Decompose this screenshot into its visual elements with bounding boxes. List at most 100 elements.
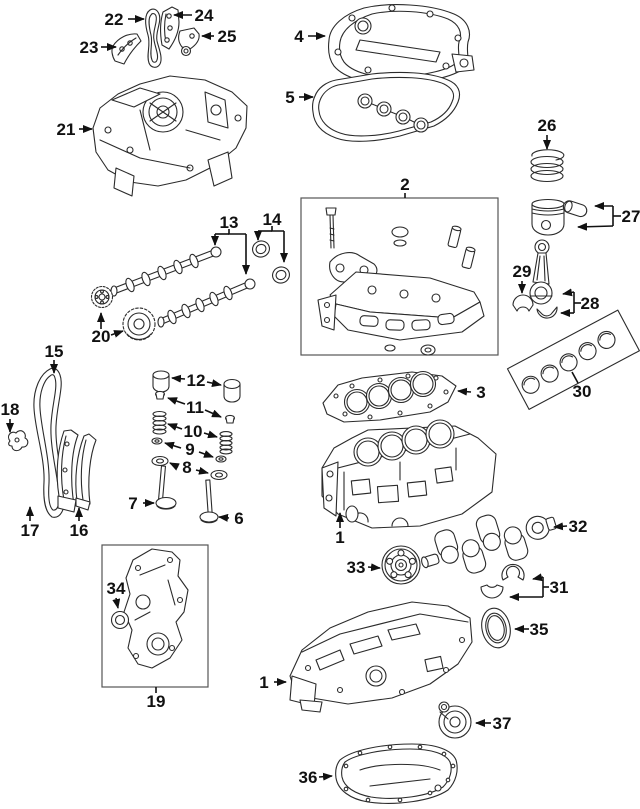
svg-text:10: 10 (184, 422, 203, 441)
callout-15: 15 (45, 342, 64, 374)
oil-pump-chain (145, 8, 162, 68)
svg-text:3: 3 (476, 383, 485, 402)
chain-guide-right (160, 6, 180, 50)
svg-text:32: 32 (569, 517, 588, 536)
callout-27: 27 (577, 202, 640, 231)
chain-oiler (8, 430, 29, 452)
svg-text:5: 5 (285, 88, 294, 107)
callout-18: 18 (1, 400, 20, 433)
timing-cover-box (101, 544, 209, 688)
chain-tensioner-small (178, 27, 200, 57)
piston-and-pin (531, 198, 588, 236)
svg-text:31: 31 (550, 578, 569, 597)
svg-text:16: 16 (70, 521, 89, 540)
spring-seats (151, 437, 227, 463)
chain-tensioner-arm (75, 433, 97, 511)
callout-20: 20 (92, 312, 124, 346)
callout-2: 2 (400, 175, 410, 198)
callout-3: 3 (457, 383, 486, 402)
cylinder-block (321, 419, 497, 529)
svg-text:23: 23 (80, 38, 99, 57)
svg-text:6: 6 (234, 509, 243, 528)
callout-6: 6 (218, 509, 244, 528)
cylinder-head-assembly (300, 197, 499, 356)
intake-valve (155, 465, 177, 510)
oil-pan (335, 743, 458, 804)
callout-14: 14 (254, 210, 288, 263)
callout-31: 31 (509, 573, 569, 601)
callout-4: 4 (294, 27, 326, 46)
svg-text:36: 36 (299, 768, 318, 787)
callout-16: 16 (70, 507, 89, 540)
callout-30: 30 (571, 371, 592, 401)
cam-sprockets (90, 285, 156, 341)
head-gasket (322, 370, 457, 423)
chain-guide (56, 429, 79, 513)
valve-keepers (154, 390, 236, 424)
valve-springs (152, 410, 233, 455)
lower-block (289, 601, 473, 713)
main-bearing-set (506, 309, 640, 410)
callout-34: 34 (107, 579, 126, 609)
callout-24: 24 (173, 6, 214, 25)
svg-text:27: 27 (622, 207, 640, 226)
connecting-rod (529, 239, 553, 305)
exhaust-valve (199, 479, 219, 524)
belt-tensioner (438, 701, 472, 739)
callout-29: 29 (513, 262, 532, 294)
svg-text:17: 17 (21, 521, 40, 540)
callout-9: 9 (164, 440, 214, 459)
callout-21: 21 (57, 120, 93, 139)
callout-26: 26 (538, 116, 557, 150)
camshaft-seals (252, 240, 290, 284)
svg-text:1: 1 (259, 673, 268, 692)
crankshaft-pulley (381, 545, 421, 585)
svg-text:13: 13 (220, 213, 239, 232)
svg-text:24: 24 (195, 6, 214, 25)
callout-1a: 1 (335, 512, 345, 547)
callout-10: 10 (167, 422, 218, 441)
callout-36: 36 (299, 768, 333, 787)
callout-35: 35 (514, 620, 549, 639)
svg-text:28: 28 (581, 294, 600, 313)
valve-stem-seals (151, 455, 228, 481)
callout-32: 32 (553, 517, 588, 536)
svg-text:29: 29 (513, 262, 532, 281)
svg-text:4: 4 (294, 27, 304, 46)
svg-text:2: 2 (400, 175, 409, 194)
callout-25: 25 (201, 27, 237, 46)
callout-7: 7 (128, 494, 155, 513)
svg-text:35: 35 (530, 620, 549, 639)
svg-text:25: 25 (218, 27, 237, 46)
svg-text:14: 14 (263, 210, 282, 229)
cylinder-head-box (300, 197, 499, 356)
svg-text:18: 18 (1, 400, 20, 419)
svg-text:19: 19 (147, 692, 166, 711)
callout-23: 23 (80, 38, 117, 57)
svg-text:20: 20 (92, 327, 111, 346)
svg-text:22: 22 (105, 10, 124, 29)
valve-tappets (152, 370, 241, 403)
svg-text:37: 37 (493, 714, 512, 733)
callout-12: 12 (171, 371, 222, 390)
callout-13: 13 (211, 213, 250, 275)
svg-text:33: 33 (347, 558, 366, 577)
callout-37: 37 (475, 714, 512, 733)
timing-chain-cover (123, 548, 189, 669)
rod-bearings (512, 294, 558, 319)
callout-33: 33 (347, 558, 381, 577)
crankshaft (421, 514, 557, 574)
callout-22: 22 (105, 10, 145, 29)
svg-text:12: 12 (187, 371, 206, 390)
svg-text:21: 21 (57, 120, 76, 139)
timing-cover-assembly (101, 544, 209, 688)
front-crank-seal (110, 610, 130, 630)
callout-1b: 1 (259, 673, 287, 692)
svg-text:7: 7 (128, 494, 137, 513)
svg-text:26: 26 (538, 116, 557, 135)
callouts: 22 24 23 25 21 4 5 2 26 27 29 28 30 3 13 (1, 6, 640, 787)
svg-text:9: 9 (185, 440, 194, 459)
svg-text:30: 30 (573, 382, 592, 401)
svg-text:15: 15 (45, 342, 64, 361)
